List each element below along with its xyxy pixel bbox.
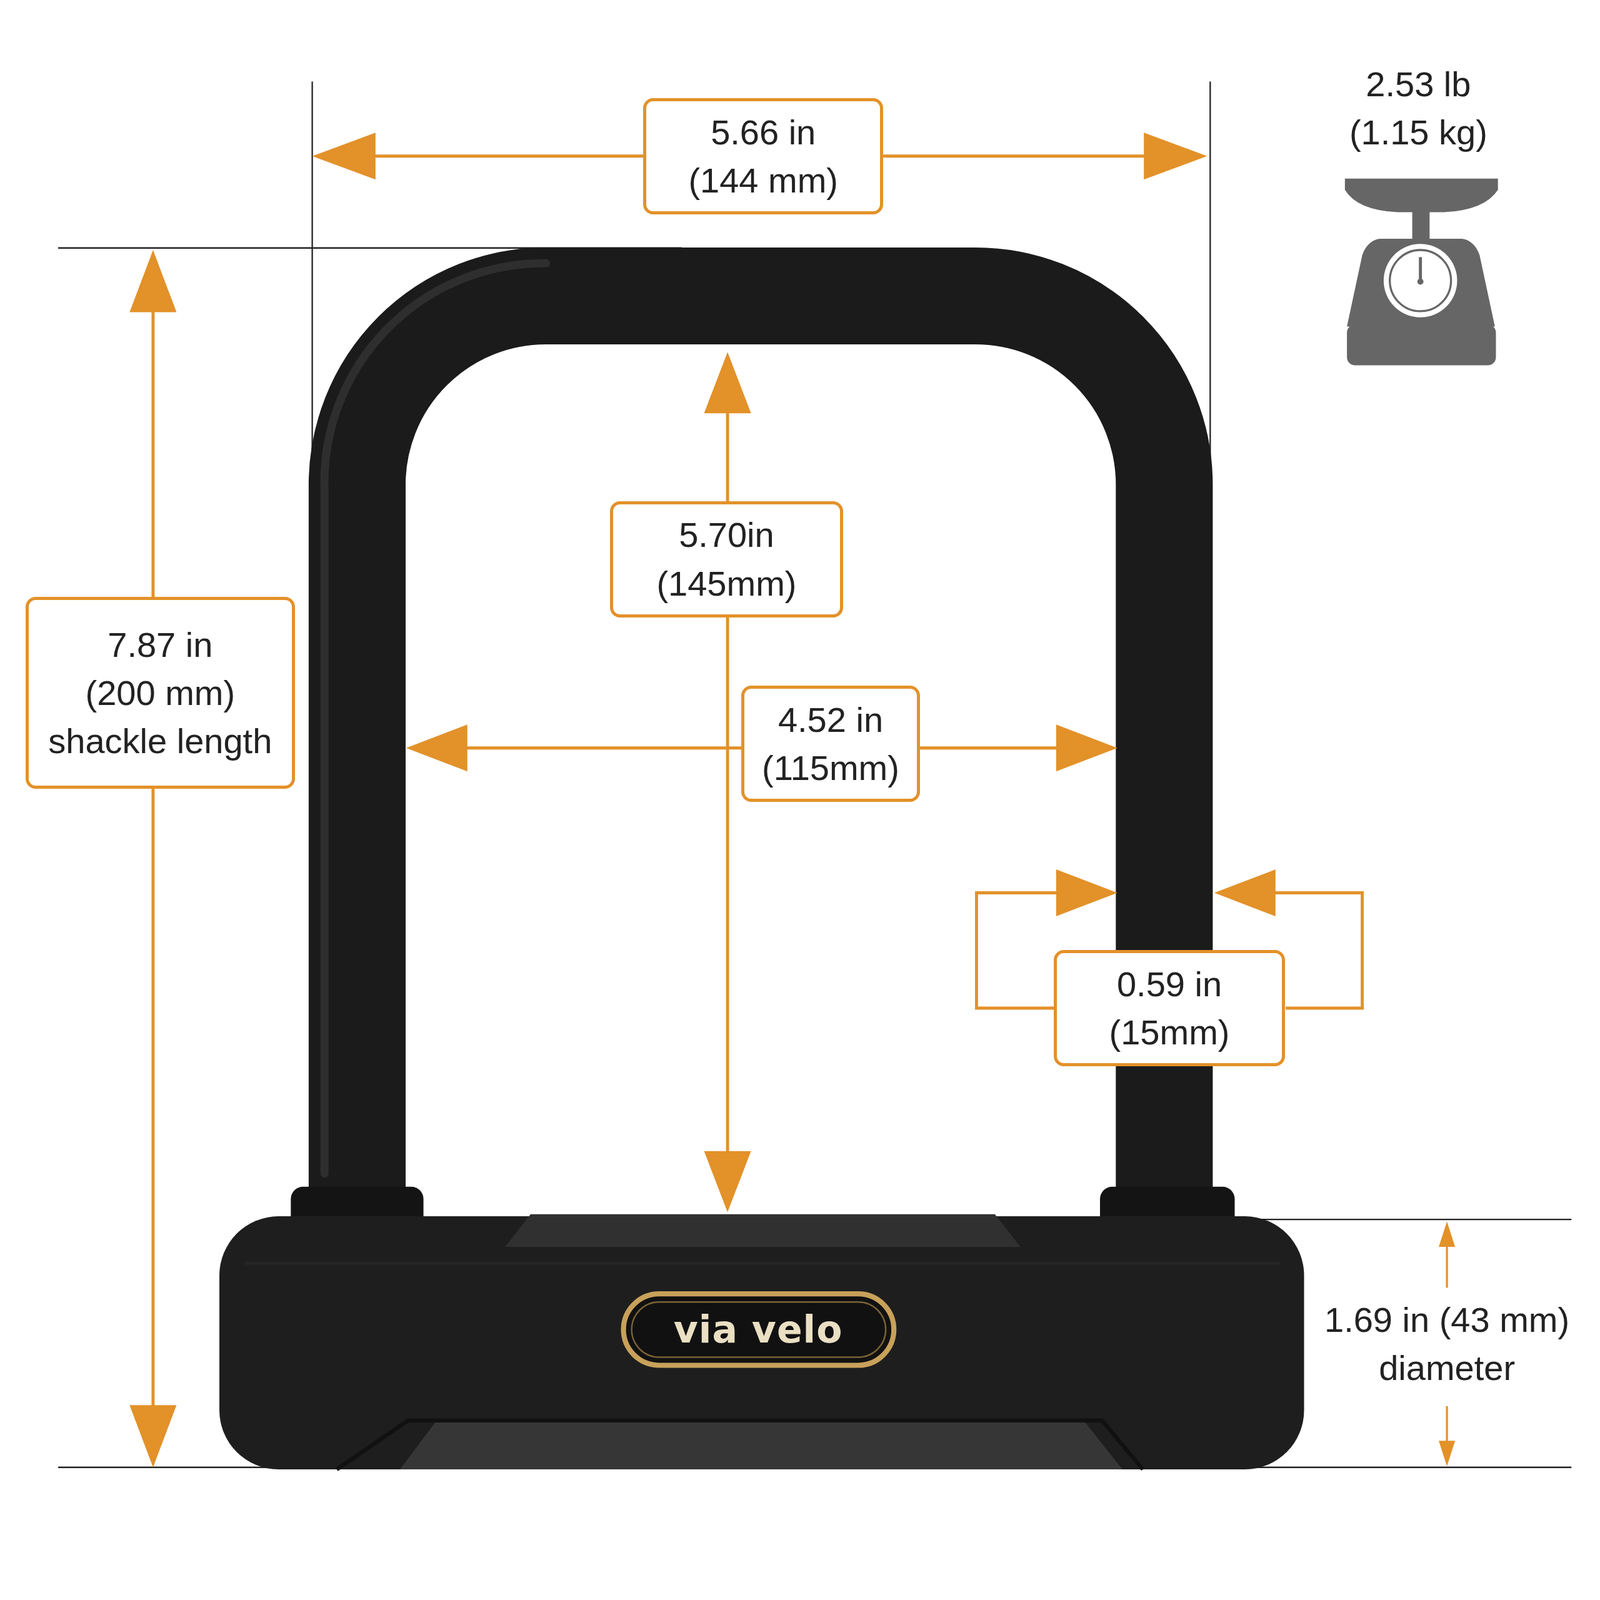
scale-dial-ring [1390,250,1452,312]
arrowhead [1143,132,1207,180]
dimension-text: 5.70in (145mm) [635,510,817,608]
scale-pan [1345,178,1499,213]
arrowhead [129,1405,177,1468]
dimension-box: 4.52 in (115mm) [741,685,920,802]
weight-label: 2.53 lb (1.15 kg) [1336,60,1500,157]
arrowhead [312,132,376,180]
scale-dial [1383,243,1458,318]
body-edge [336,1420,1144,1470]
diameter-label: 1.69 in (43 mm) diameter [1315,1295,1579,1393]
arrowhead [1214,869,1276,917]
dimension-text: 5.66 in (144 mm) [678,108,848,205]
arrowhead [1056,724,1118,772]
extension-line [1214,1218,1572,1220]
arrowhead [704,1151,752,1213]
arrowhead [129,250,177,313]
scale-icon [1345,178,1499,366]
dimension-text: 4.52 in (115mm) [755,695,906,793]
dimension-bracket [976,893,1062,1009]
arrowhead [1056,869,1118,917]
arrowhead [406,724,468,772]
scale-pivot [1417,278,1424,285]
dimension-box: 5.70in (145mm) [610,501,843,618]
dimension-line [151,306,155,1413]
dimension-text: 7.87 in (200 mm) [75,620,245,718]
dimension-box: 5.66 in (144 mm) [643,98,884,215]
shackle-highlight [324,263,546,1174]
scale-base [1346,324,1496,365]
body-panel [505,1214,1020,1247]
body-panel [400,1420,1123,1470]
logo-badge [623,1293,895,1365]
arrowhead [1438,1440,1455,1467]
dimension-line [1445,1240,1448,1289]
dimension-text: shackle length [48,716,272,765]
dimension-box: 7.87 in (200 mm)shackle length [25,596,295,789]
body-edge [245,1261,1281,1265]
dimension-box: 0.59 in (15mm) [1053,950,1286,1067]
lock-body [219,1216,1305,1470]
scale-stem [1412,210,1430,241]
dimension-arrows [129,132,1455,1468]
scale-needle [1418,256,1422,281]
scale-body [1346,238,1495,327]
logo-badge-inner [631,1301,887,1357]
shackle [356,295,1164,1204]
arrowhead [1438,1221,1455,1247]
dimension-text: 0.59 in (15mm) [1081,960,1257,1057]
arrowhead [704,351,752,414]
brand-logo-text: via velo [673,1310,844,1349]
